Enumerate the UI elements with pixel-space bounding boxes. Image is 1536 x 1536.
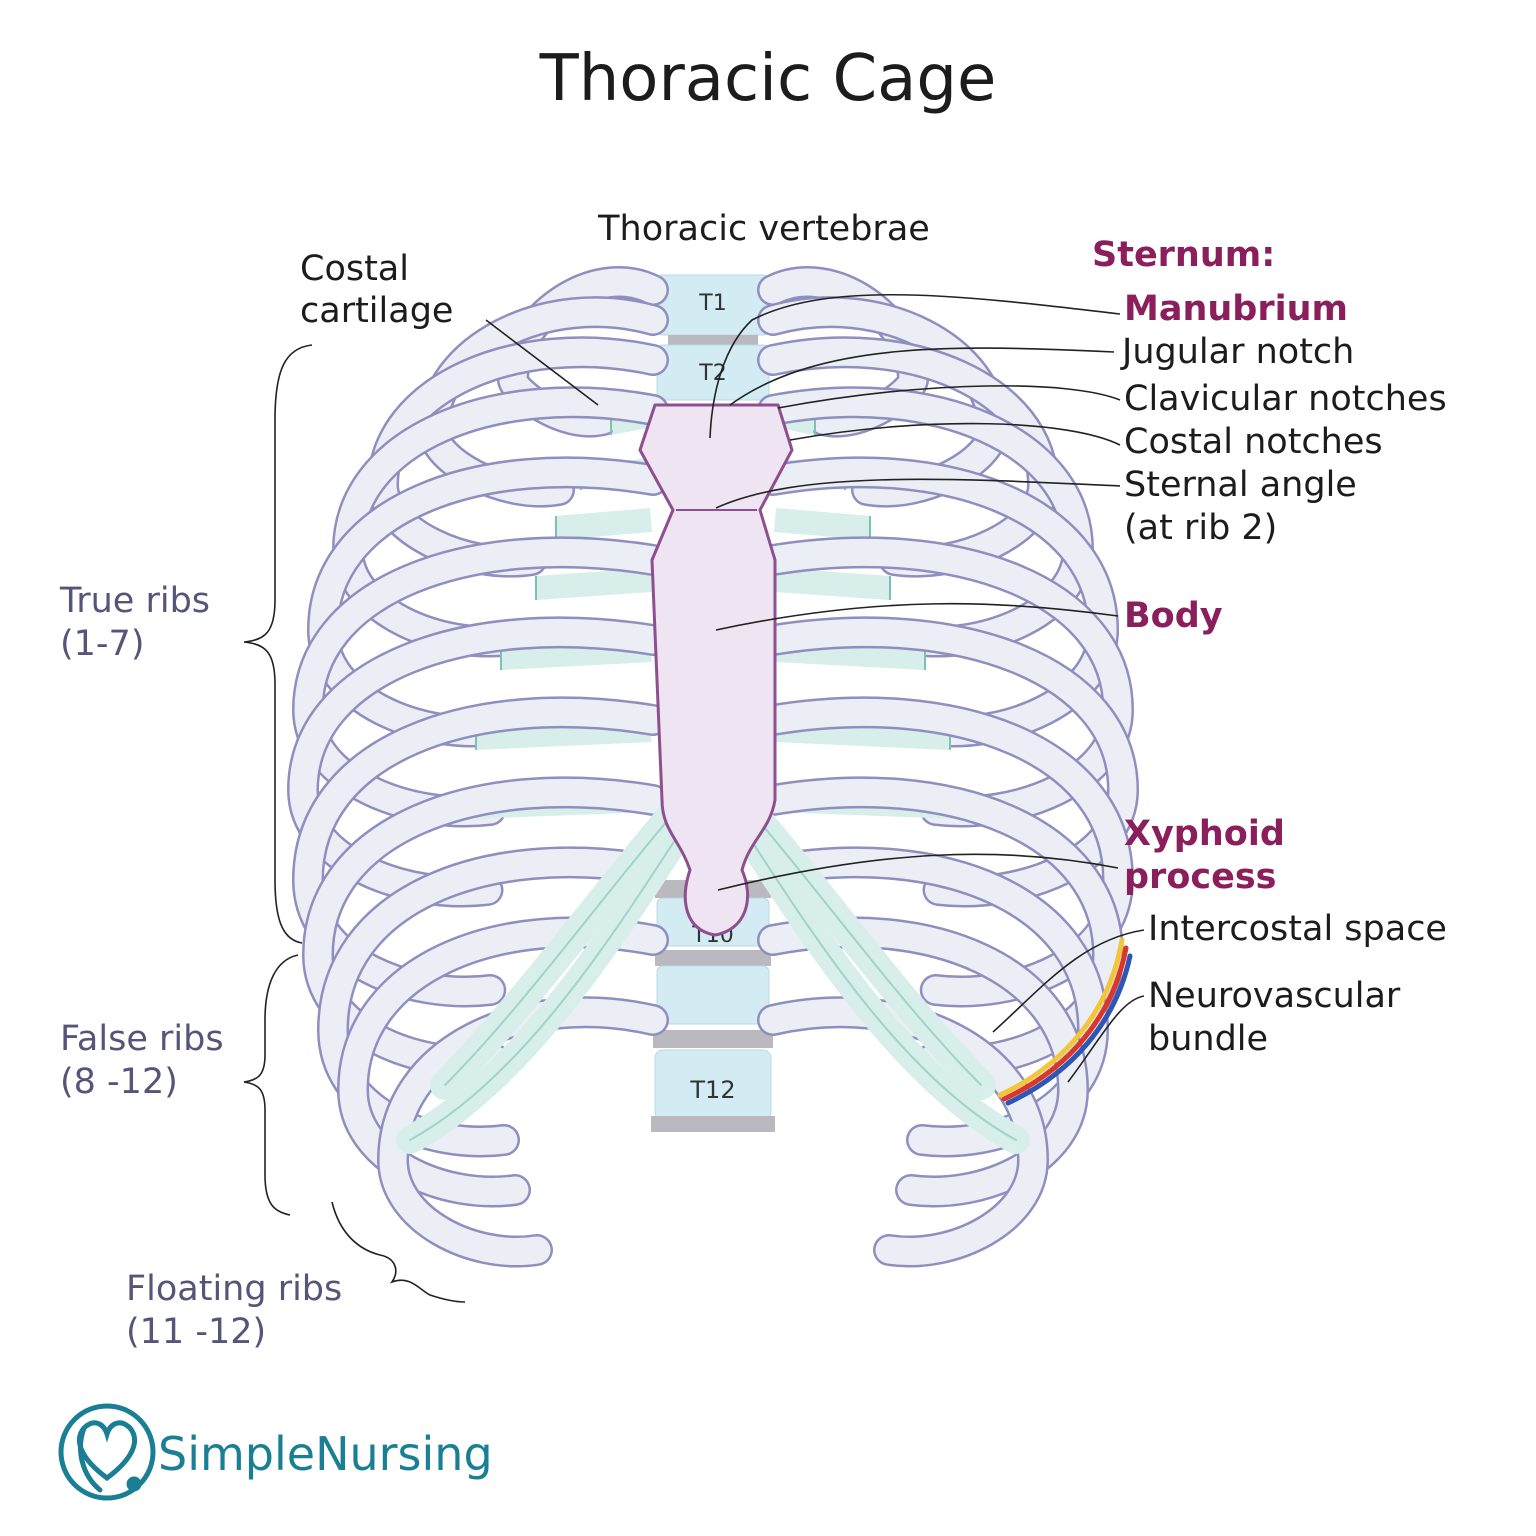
label-neurovascular-2: bundle xyxy=(1148,1019,1268,1059)
label-jugular-notch: Jugular notch xyxy=(1120,332,1354,372)
logo-text: SimpleNursing xyxy=(158,1427,493,1481)
rib-5-left xyxy=(759,458,1117,745)
brace-floating-ribs xyxy=(331,1201,466,1303)
label-manubrium: Manubrium xyxy=(1124,289,1348,329)
leader-manubrium xyxy=(709,293,1121,439)
label-clavicular-notches: Clavicular notches xyxy=(1124,379,1447,419)
label-floating-ribs-2: (11 -12) xyxy=(126,1312,266,1352)
label-intercostal-space: Intercostal space xyxy=(1148,909,1447,949)
label-xyphoid-2: process xyxy=(1124,857,1277,897)
vertebra-label-t2: T2 xyxy=(698,361,726,386)
label-body: Body xyxy=(1124,596,1223,636)
ribs xyxy=(286,266,1140,1268)
leader-lines xyxy=(243,293,1145,1303)
lower-costal-cartilage xyxy=(396,805,1030,1154)
leader-costal-notches xyxy=(789,422,1121,446)
diagram-title: Thoracic Cage xyxy=(539,42,997,116)
rib-cage: T1 T2 T10 T12 xyxy=(286,266,1140,1268)
rib-7-right xyxy=(289,618,667,905)
label-sternal-angle-2: (at rib 2) xyxy=(1124,508,1277,548)
label-false-ribs-1: False ribs xyxy=(60,1019,224,1059)
label-true-ribs-2: (1-7) xyxy=(60,624,144,664)
label-sternum-heading: Sternum: xyxy=(1092,235,1275,275)
brace-false-ribs xyxy=(243,954,299,1216)
leader-body xyxy=(715,602,1119,631)
neurovascular-bundle-stripes xyxy=(997,937,1133,1106)
label-true-ribs-1: True ribs xyxy=(59,581,210,621)
label-costal-cartilage-1: Costal xyxy=(300,249,409,289)
label-thoracic-vertebrae: Thoracic vertebrae xyxy=(597,209,930,249)
vertebral-column xyxy=(651,274,775,1132)
leader-costal-cartilage xyxy=(485,319,599,406)
label-sternal-angle-1: Sternal angle xyxy=(1124,465,1357,505)
costal-cartilage-3-left xyxy=(773,508,872,540)
leader-sternal-angle xyxy=(715,478,1121,509)
rib-7-left xyxy=(759,618,1137,905)
leader-jugular-notch xyxy=(729,347,1115,406)
rib-9-left xyxy=(759,778,1122,1075)
sternum xyxy=(638,403,794,937)
costal-cartilage-3-right xyxy=(554,508,653,540)
rib-11-right xyxy=(339,918,667,1205)
leader-intercostal xyxy=(992,929,1145,1033)
label-xyphoid-1: Xyphoid xyxy=(1124,814,1285,854)
leader-clavicular-notches xyxy=(777,385,1121,409)
vertebra-label-t1: T1 xyxy=(698,291,726,316)
rib-4-right xyxy=(334,388,667,655)
rib-11-left xyxy=(759,918,1087,1205)
simplenursing-logo: SimpleNursing xyxy=(58,1403,493,1501)
label-costal-notches: Costal notches xyxy=(1124,422,1383,462)
vertebra-label-t12: T12 xyxy=(689,1076,735,1104)
rib-9-right xyxy=(304,778,667,1075)
rib-4-left xyxy=(759,388,1092,655)
label-costal-cartilage-2: cartilage xyxy=(300,291,453,331)
leader-xyphoid xyxy=(717,853,1119,891)
stethoscope-heart-icon xyxy=(58,1403,156,1501)
rib-6-right xyxy=(294,538,667,825)
label-neurovascular-1: Neurovascular xyxy=(1148,976,1401,1016)
label-floating-ribs-1: Floating ribs xyxy=(126,1269,342,1309)
leader-neurovascular xyxy=(1067,995,1145,1083)
brace-true-ribs xyxy=(243,344,313,944)
rib-5-right xyxy=(309,458,667,745)
label-false-ribs-2: (8 -12) xyxy=(60,1062,178,1102)
costal-cartilage-4-right xyxy=(535,568,652,600)
rib-6-left xyxy=(759,538,1132,825)
costal-cartilage-4-left xyxy=(774,568,891,600)
